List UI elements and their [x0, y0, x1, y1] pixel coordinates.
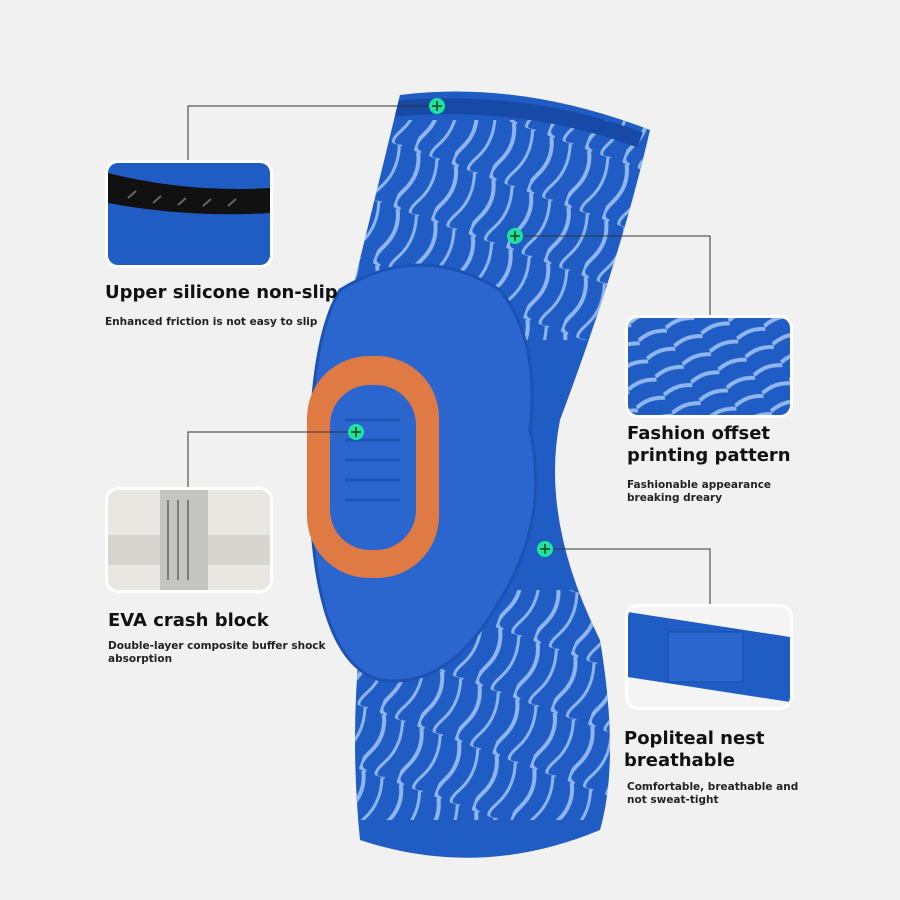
popliteal-detail-image	[628, 607, 790, 707]
feature-title: EVA crash block	[108, 610, 269, 631]
feature-subtitle: Enhanced friction is not easy to slip	[105, 316, 318, 328]
plus-dot-icon	[348, 424, 364, 440]
plus-dot-icon	[507, 228, 523, 244]
callout-dots	[348, 98, 553, 557]
plus-dot-icon	[537, 541, 553, 557]
pattern-detail-image	[628, 318, 790, 415]
feature-title: Upper silicone non-slip	[105, 282, 338, 303]
eva-detail-image	[108, 490, 270, 590]
callout-lines	[187, 105, 711, 605]
silicone-detail-image	[108, 163, 270, 265]
plus-dot-icon	[429, 98, 445, 114]
